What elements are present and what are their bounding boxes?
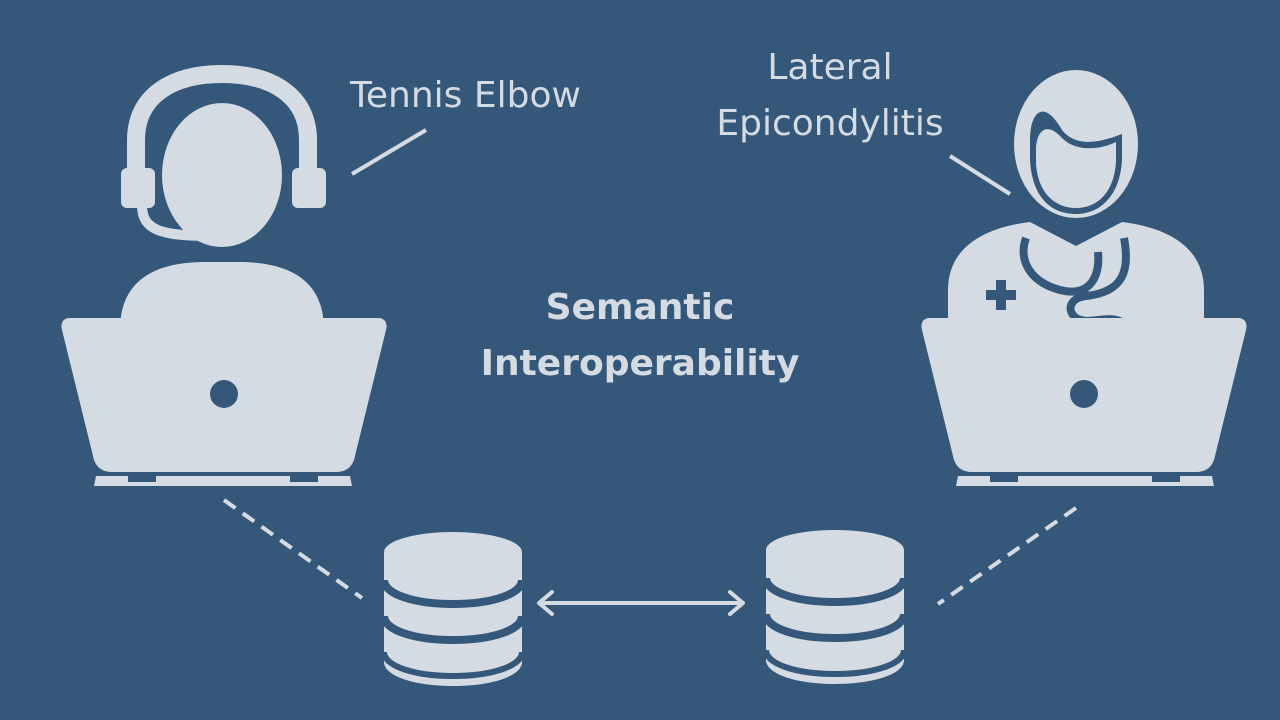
double-arrow-icon — [537, 590, 745, 616]
clinician-term-label: Lateral Epicondylitis — [640, 40, 1020, 152]
patient-term-label: Tennis Elbow — [350, 75, 581, 116]
doctor-laptop-icon — [921, 318, 1247, 486]
patient-to-database-connector — [222, 498, 364, 600]
center-title-line2: Interoperability — [480, 343, 800, 384]
clinician-to-database-connector — [936, 506, 1078, 606]
patient-laptop-icon — [61, 318, 387, 486]
clinician-term-line1: Lateral — [767, 47, 893, 88]
database-icon — [380, 532, 526, 686]
patient-headset-icon — [120, 64, 326, 330]
center-title-line1: Semantic — [545, 287, 735, 328]
doctor-icon — [948, 70, 1204, 330]
center-title: Semantic Interoperability — [440, 280, 840, 392]
medical-cross-icon — [986, 280, 1016, 310]
patient-term-pointer — [350, 128, 428, 176]
clinician-term-pointer — [948, 154, 1012, 196]
database-icon — [762, 530, 908, 684]
clinician-term-line2: Epicondylitis — [716, 103, 944, 144]
